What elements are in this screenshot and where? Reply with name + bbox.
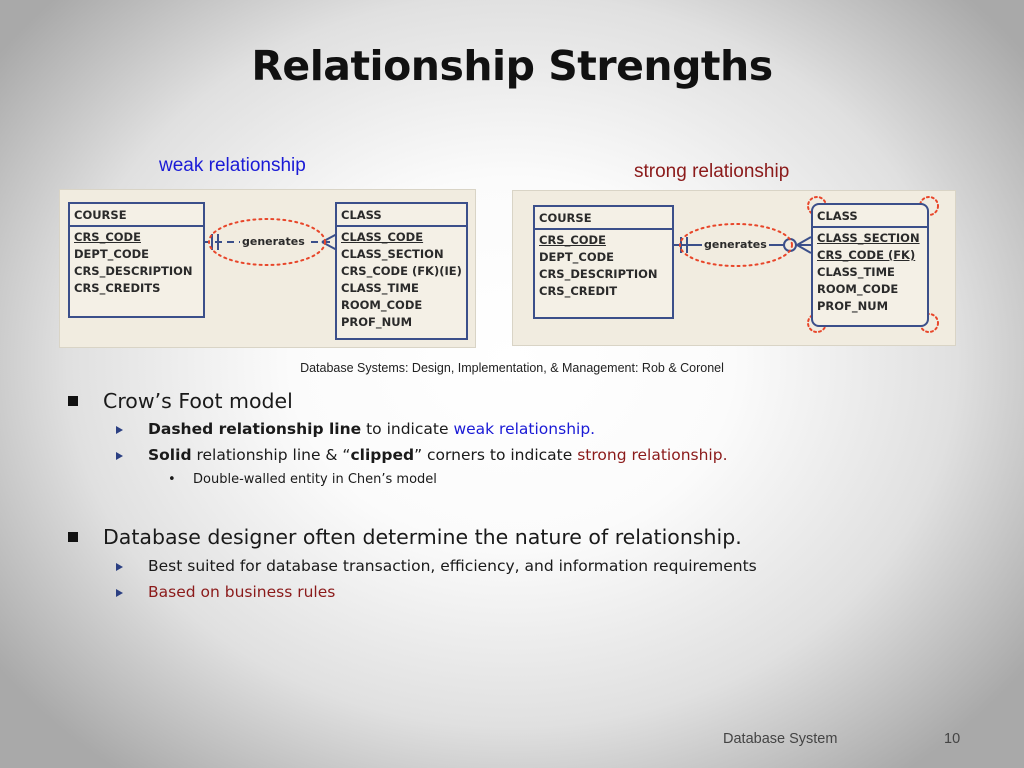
bullet-text: Database designer often determine the na…	[103, 525, 742, 549]
entity-attribute: CRS_CODE (FK)	[817, 248, 916, 262]
entity-attribute: PROF_NUM	[341, 315, 413, 329]
weak-relationship-diagram: generates COURSE CRS_CODE DEPT_CODE CRS_…	[59, 189, 476, 348]
entity-attribute: CRS_DESCRIPTION	[74, 264, 193, 278]
plain-text: relationship line & “	[191, 446, 351, 464]
triangle-bullet-icon	[116, 452, 123, 460]
strong-course-entity: COURSE CRS_CODE DEPT_CODE CRS_DESCRIPTIO…	[533, 205, 674, 319]
sub-bullet-text: Based on business rules	[148, 583, 336, 601]
slide-title: Relationship Strengths	[251, 42, 773, 90]
figure-citation: Database Systems: Design, Implementation…	[300, 361, 724, 375]
entity-name: COURSE	[535, 207, 672, 230]
sub-bullet-text: Dashed relationship line to indicate wea…	[148, 420, 595, 438]
strong-class-entity: CLASS CLASS_SECTION CRS_CODE (FK) CLASS_…	[811, 203, 929, 327]
dot-bullet: •	[168, 472, 176, 487]
plain-text: ” corners to indicate	[414, 446, 578, 464]
square-bullet-icon	[68, 396, 78, 406]
entity-attribute: CRS_CODE	[539, 233, 606, 247]
strong-relationship-caption: strong relationship	[634, 161, 790, 182]
triangle-bullet-icon	[116, 563, 123, 571]
corner-highlight	[919, 313, 939, 333]
triangle-bullet-icon	[116, 589, 123, 597]
bold-text: Dashed relationship line	[148, 420, 362, 438]
triangle-bullet-icon	[116, 426, 123, 434]
entity-attribute: CLASS_SECTION	[341, 247, 444, 261]
entity-attribute: DEPT_CODE	[74, 247, 150, 261]
sub-bullet-text: Solid relationship line & “clipped” corn…	[148, 446, 728, 464]
entity-name: CLASS	[813, 205, 927, 228]
bold-text: Solid	[148, 446, 192, 464]
weak-relationship-text: weak relationship.	[453, 420, 596, 438]
entity-attribute: PROF_NUM	[817, 299, 889, 313]
entity-attribute: CRS_DESCRIPTION	[539, 267, 658, 281]
bold-text: clipped	[350, 446, 415, 464]
entity-attribute: ROOM_CODE	[817, 282, 899, 296]
entity-name: CLASS	[337, 204, 466, 227]
strong-relationship-label: generates	[702, 238, 769, 251]
weak-course-entity: COURSE CRS_CODE DEPT_CODE CRS_DESCRIPTIO…	[68, 202, 205, 318]
entity-attribute: CRS_CREDIT	[539, 284, 618, 298]
plain-text: to indicate	[361, 420, 454, 438]
entity-name: COURSE	[70, 204, 203, 227]
entity-attribute: CRS_CREDITS	[74, 281, 161, 295]
weak-class-entity: CLASS CLASS_CODE CLASS_SECTION CRS_CODE …	[335, 202, 468, 340]
entity-attribute: CRS_CODE (FK)(IE)	[341, 264, 462, 278]
entity-attribute: CLASS_SECTION	[817, 231, 920, 245]
highlight-ellipse	[208, 218, 326, 266]
corner-highlight	[919, 196, 939, 216]
entity-attribute: CLASS_TIME	[341, 281, 419, 295]
strong-relationship-diagram: generates COURSE CRS_CODE DEPT_CODE CRS_…	[512, 190, 956, 346]
weak-relationship-label: generates	[240, 235, 307, 248]
entity-attribute: ROOM_CODE	[341, 298, 423, 312]
highlight-ellipse	[679, 223, 793, 267]
sub-sub-bullet-text: Double-walled entity in Chen’s model	[193, 472, 437, 487]
sub-bullet-text: Best suited for database transaction, ef…	[148, 557, 757, 575]
square-bullet-icon	[68, 532, 78, 542]
bullet-text: Crow’s Foot model	[103, 389, 293, 413]
entity-attribute: DEPT_CODE	[539, 250, 615, 264]
footer-text: Database System	[723, 731, 838, 747]
entity-attribute: CLASS_TIME	[817, 265, 895, 279]
strong-relationship-lines	[672, 196, 939, 333]
page-number: 10	[944, 731, 961, 747]
weak-relationship-caption: weak relationship	[159, 155, 306, 176]
strong-relationship-text: strong relationship.	[577, 446, 728, 464]
entity-attribute: CLASS_CODE	[341, 230, 424, 244]
entity-attribute: CRS_CODE	[74, 230, 141, 244]
